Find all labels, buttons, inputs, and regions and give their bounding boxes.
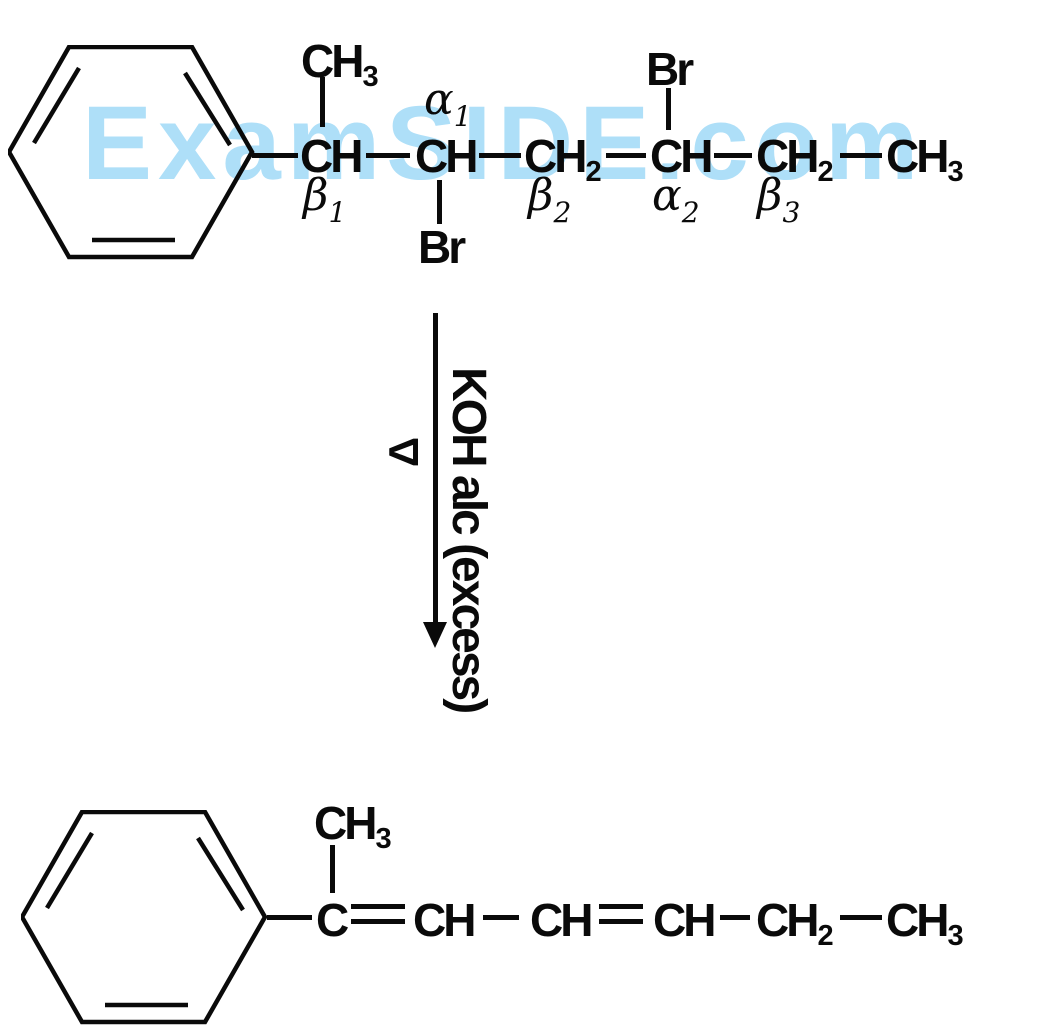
bond: [483, 915, 519, 920]
bond: [252, 153, 298, 158]
atom-methyl-branch: CH3: [301, 35, 379, 93]
atom-c4: CH: [653, 894, 716, 946]
atom-c2: CH: [415, 130, 478, 182]
atom-c1: CH: [300, 130, 363, 182]
atom-br-on-c4: Br: [646, 43, 694, 95]
bond: [840, 153, 882, 158]
atom-c6: CH3: [886, 130, 964, 188]
bond: [330, 845, 335, 893]
bond: [437, 180, 442, 224]
condition-delta: Δ: [380, 436, 427, 468]
atom-c1: C: [316, 894, 349, 946]
bond: [479, 153, 521, 158]
label-beta1: β1: [303, 170, 347, 230]
bond: [666, 88, 671, 130]
label-alpha1: α1: [424, 74, 472, 134]
bond: [714, 153, 752, 158]
atom-c5: CH2: [756, 894, 834, 952]
arrow-head: [423, 622, 447, 648]
reagent-label: KOH alc (excess): [442, 367, 495, 712]
label-alpha2: α2: [652, 170, 700, 230]
atom-c6: CH3: [886, 894, 964, 952]
double-bond: [599, 904, 643, 909]
bond: [840, 915, 882, 920]
bond: [606, 153, 646, 158]
atom-c3: CH: [530, 894, 593, 946]
bond: [366, 153, 410, 158]
double-bond: [599, 919, 643, 924]
double-bond: [351, 919, 405, 924]
watermark: ExamSIDE.com: [82, 85, 925, 202]
atom-c5: CH2: [756, 130, 834, 188]
atom-c3: CH2: [524, 130, 602, 188]
label-beta3: β3: [757, 170, 801, 230]
atom-c2: CH: [413, 894, 476, 946]
label-beta2: β2: [528, 170, 572, 230]
bond: [267, 915, 312, 920]
double-bond: [351, 904, 405, 909]
atom-c4: CH: [650, 130, 713, 182]
atom-methyl-branch: CH3: [314, 797, 392, 855]
atom-br-on-c2: Br: [418, 221, 466, 273]
bond: [720, 915, 750, 920]
benzene-ring: [8, 45, 255, 260]
bond: [320, 77, 325, 127]
benzene-ring: [21, 810, 268, 1025]
arrow-shaft: [433, 313, 438, 625]
